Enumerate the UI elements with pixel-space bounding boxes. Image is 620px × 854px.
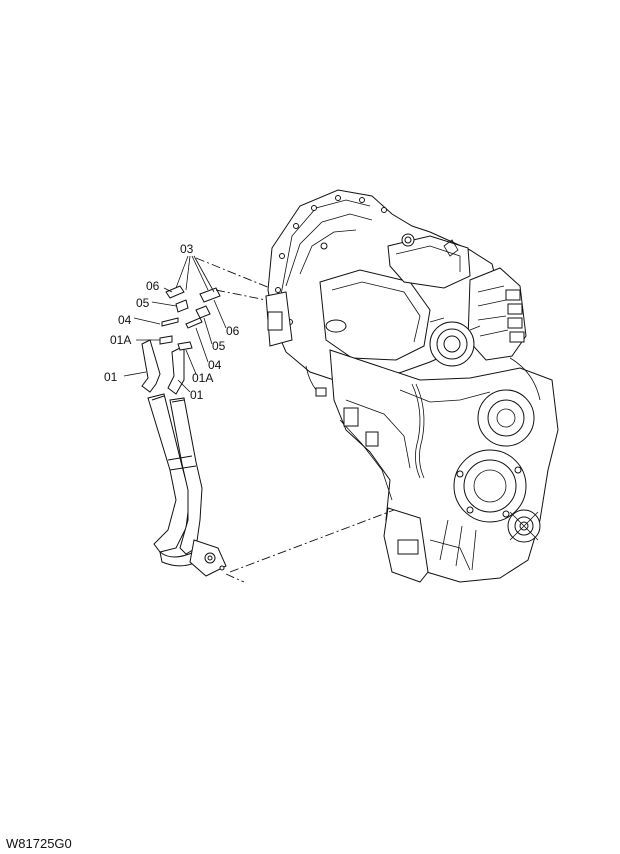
oring-04-left xyxy=(161,317,179,327)
transmission-assembly xyxy=(265,189,559,583)
pipe-01-left xyxy=(141,339,161,393)
drawing-code: W81725G0 xyxy=(6,836,72,851)
pipe-01-right xyxy=(167,345,185,395)
label-04-right: 04 xyxy=(208,358,222,372)
label-01A-left: 01A xyxy=(110,333,131,347)
label-01-left: 01 xyxy=(104,370,118,384)
yoke-flange xyxy=(507,509,541,543)
label-03: 03 xyxy=(180,242,194,256)
adapter-06-left xyxy=(165,285,185,299)
label-05-right: 05 xyxy=(212,339,226,353)
label-06-left: 06 xyxy=(146,279,160,293)
oring-04-right xyxy=(185,317,203,329)
adapter-06-right xyxy=(199,287,221,303)
leader-lines xyxy=(123,255,395,583)
cooler-hose-assembly xyxy=(141,285,227,577)
part-labels: 03 06 05 04 01A 01 06 05 04 01A 01 xyxy=(104,242,240,402)
nut-05-right xyxy=(195,305,211,319)
nut-05-left xyxy=(175,299,189,313)
label-01-right: 01 xyxy=(190,388,204,402)
label-06-right: 06 xyxy=(226,324,240,338)
label-04-left: 04 xyxy=(118,313,132,327)
label-01A-right: 01A xyxy=(192,371,213,385)
label-05-left: 05 xyxy=(136,296,150,310)
